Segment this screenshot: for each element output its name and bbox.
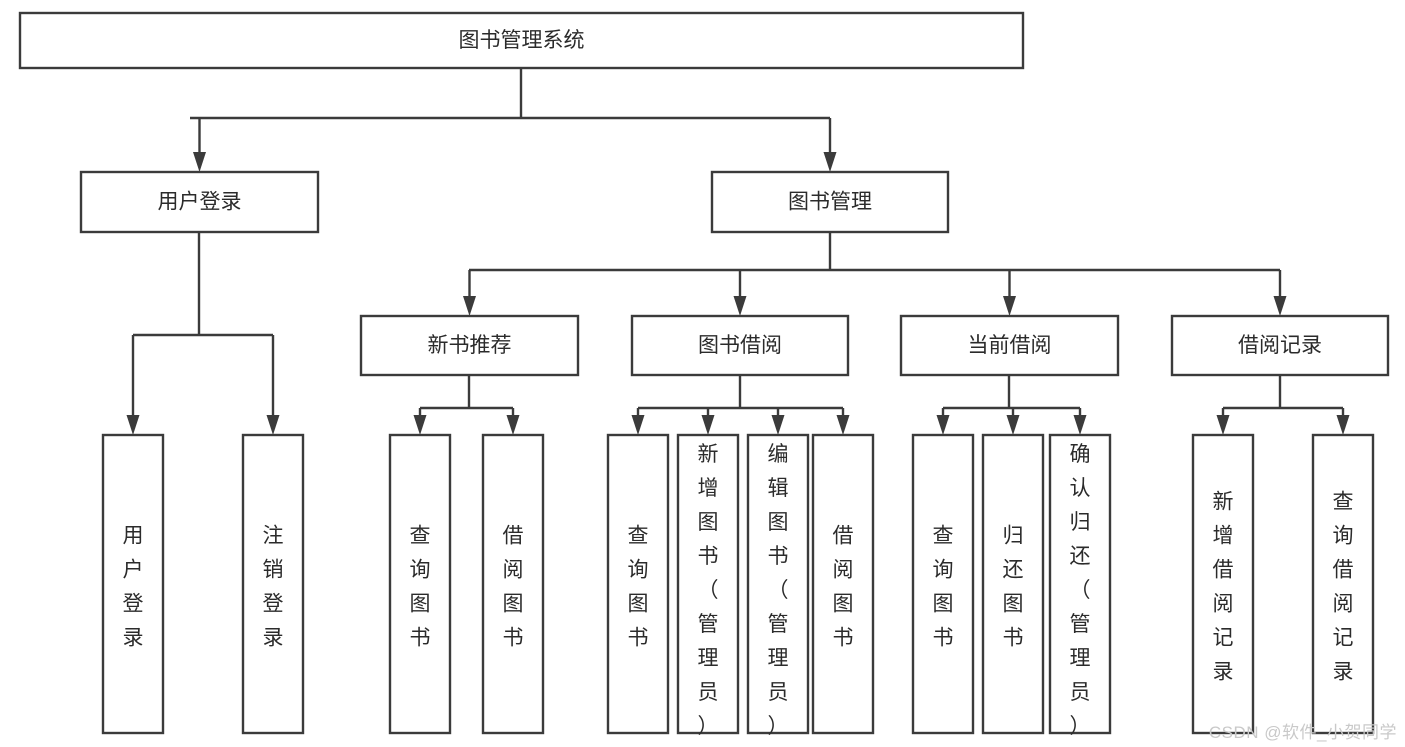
connector-to-leaf-user-login: [126, 335, 140, 435]
node-leaf-query-book-borrow-box[interactable]: [606, 433, 670, 735]
node-leaf-logout[interactable]: 注销登录: [241, 433, 305, 735]
connector-to-user-login: [193, 118, 206, 172]
node-leaf-borrow-book[interactable]: 借阅图书: [811, 433, 875, 735]
node-leaf-query-book-recommend[interactable]: 查询图书: [388, 433, 452, 735]
connector-bus-borrow-record: [1223, 375, 1343, 410]
node-leaf-edit-book[interactable]: 编辑图书（管理员）: [746, 433, 810, 738]
node-borrow-record[interactable]: 借阅记录: [1170, 314, 1390, 377]
connector-bus-book-borrow: [638, 375, 843, 410]
node-current-borrow-box[interactable]: [899, 314, 1120, 377]
connector-layer: [126, 68, 1350, 435]
connector-to-leaf-query-book-recommend: [413, 408, 427, 435]
watermark-label: CSDN @软件_小贺同学: [1208, 723, 1397, 742]
connector-to-current-borrow: [1003, 270, 1016, 316]
node-leaf-add-book[interactable]: 新增图书（管理员）: [676, 433, 740, 738]
connector-bus-root: [190, 68, 830, 120]
node-leaf-edit-book-box[interactable]: [746, 433, 810, 735]
node-leaf-return-book-box[interactable]: [981, 433, 1045, 735]
node-book-management-label: 图书管理: [788, 191, 872, 214]
node-leaf-add-borrow-record-label: 新增借阅记录: [1213, 491, 1234, 684]
node-leaf-query-book-borrow[interactable]: 查询图书: [606, 433, 670, 735]
connector-to-leaf-add-book: [701, 408, 715, 435]
node-user-login-box[interactable]: [79, 170, 320, 234]
node-leaf-logout-label: 注销登录: [263, 525, 284, 650]
node-leaf-query-book-current-box[interactable]: [911, 433, 975, 735]
node-book-management-box[interactable]: [710, 170, 950, 234]
node-leaf-return-book-label: 归还图书: [1003, 525, 1024, 650]
node-leaf-edit-book-label: 编辑图书（管理员）: [768, 443, 789, 738]
connector-to-leaf-logout: [266, 335, 280, 435]
node-user-login-label: 用户登录: [158, 191, 242, 214]
node-leaf-user-login-label: 用户登录: [123, 525, 144, 650]
node-leaf-add-book-box[interactable]: [676, 433, 740, 735]
node-root-box[interactable]: [18, 11, 1025, 70]
node-leaf-add-borrow-record-box[interactable]: [1191, 433, 1255, 735]
connector-to-new-book-recommend: [463, 270, 476, 316]
node-root[interactable]: 图书管理系统: [18, 11, 1025, 70]
connector-to-leaf-borrow-book: [836, 408, 850, 435]
node-layer: 图书管理系统用户登录图书管理新书推荐图书借阅当前借阅借阅记录用户登录注销登录查询…: [18, 11, 1390, 738]
connector-to-leaf-add-borrow-record: [1216, 408, 1230, 435]
node-borrow-record-label: 借阅记录: [1238, 334, 1322, 357]
node-leaf-query-book-current-label: 查询图书: [933, 525, 954, 650]
connector-to-book-borrow: [733, 270, 747, 316]
node-leaf-query-borrow-record-label: 查询借阅记录: [1333, 491, 1354, 684]
connector-to-borrow-record: [1273, 270, 1287, 316]
node-leaf-user-login-box[interactable]: [101, 433, 165, 735]
node-leaf-borrow-book-label: 借阅图书: [833, 525, 854, 650]
node-leaf-query-book-borrow-label: 查询图书: [628, 525, 649, 650]
node-leaf-user-login[interactable]: 用户登录: [101, 433, 165, 735]
node-leaf-confirm-return-box[interactable]: [1048, 433, 1112, 735]
connector-bus-book-management: [469, 232, 1280, 272]
node-leaf-query-book-recommend-label: 查询图书: [410, 525, 431, 650]
node-user-login[interactable]: 用户登录: [79, 170, 320, 234]
node-leaf-borrow-book-box[interactable]: [811, 433, 875, 735]
connector-to-leaf-return-book: [1006, 408, 1020, 435]
connector-to-leaf-edit-book: [771, 408, 785, 435]
node-new-book-recommend-label: 新书推荐: [428, 334, 512, 357]
node-borrow-record-box[interactable]: [1170, 314, 1390, 377]
node-leaf-borrow-book-recommend[interactable]: 借阅图书: [481, 433, 545, 735]
node-book-borrow-label: 图书借阅: [698, 334, 782, 357]
node-leaf-add-book-label: 新增图书（管理员）: [698, 443, 719, 738]
node-book-management[interactable]: 图书管理: [710, 170, 950, 234]
node-leaf-query-book-recommend-box[interactable]: [388, 433, 452, 735]
node-new-book-recommend-box[interactable]: [359, 314, 580, 377]
node-leaf-confirm-return[interactable]: 确认归还（管理员）: [1048, 433, 1112, 738]
node-root-label: 图书管理系统: [459, 29, 585, 52]
connector-to-leaf-borrow-book-recommend: [506, 408, 520, 435]
connector-bus-current-borrow: [943, 375, 1080, 410]
node-leaf-borrow-book-recommend-box[interactable]: [481, 433, 545, 735]
node-leaf-query-borrow-record-box[interactable]: [1311, 433, 1375, 735]
connector-to-leaf-query-borrow-record: [1336, 408, 1350, 435]
node-new-book-recommend[interactable]: 新书推荐: [359, 314, 580, 377]
node-leaf-confirm-return-label: 确认归还（管理员）: [1070, 443, 1091, 738]
node-book-borrow[interactable]: 图书借阅: [630, 314, 850, 377]
connector-bus-user-login: [133, 232, 273, 337]
node-leaf-borrow-book-recommend-label: 借阅图书: [503, 525, 524, 650]
node-leaf-return-book[interactable]: 归还图书: [981, 433, 1045, 735]
node-book-borrow-box[interactable]: [630, 314, 850, 377]
node-leaf-query-borrow-record[interactable]: 查询借阅记录: [1311, 433, 1375, 735]
connector-to-leaf-query-book-borrow: [631, 408, 645, 435]
node-leaf-logout-box[interactable]: [241, 433, 305, 735]
connector-to-book-management: [823, 118, 837, 172]
connector-to-leaf-confirm-return: [1073, 408, 1087, 435]
connector-to-leaf-query-book-current: [936, 408, 950, 435]
node-current-borrow-label: 当前借阅: [968, 334, 1052, 357]
node-leaf-query-book-current[interactable]: 查询图书: [911, 433, 975, 735]
connector-bus-new-book-recommend: [420, 375, 513, 410]
node-leaf-add-borrow-record[interactable]: 新增借阅记录: [1191, 433, 1255, 735]
node-current-borrow[interactable]: 当前借阅: [899, 314, 1120, 377]
